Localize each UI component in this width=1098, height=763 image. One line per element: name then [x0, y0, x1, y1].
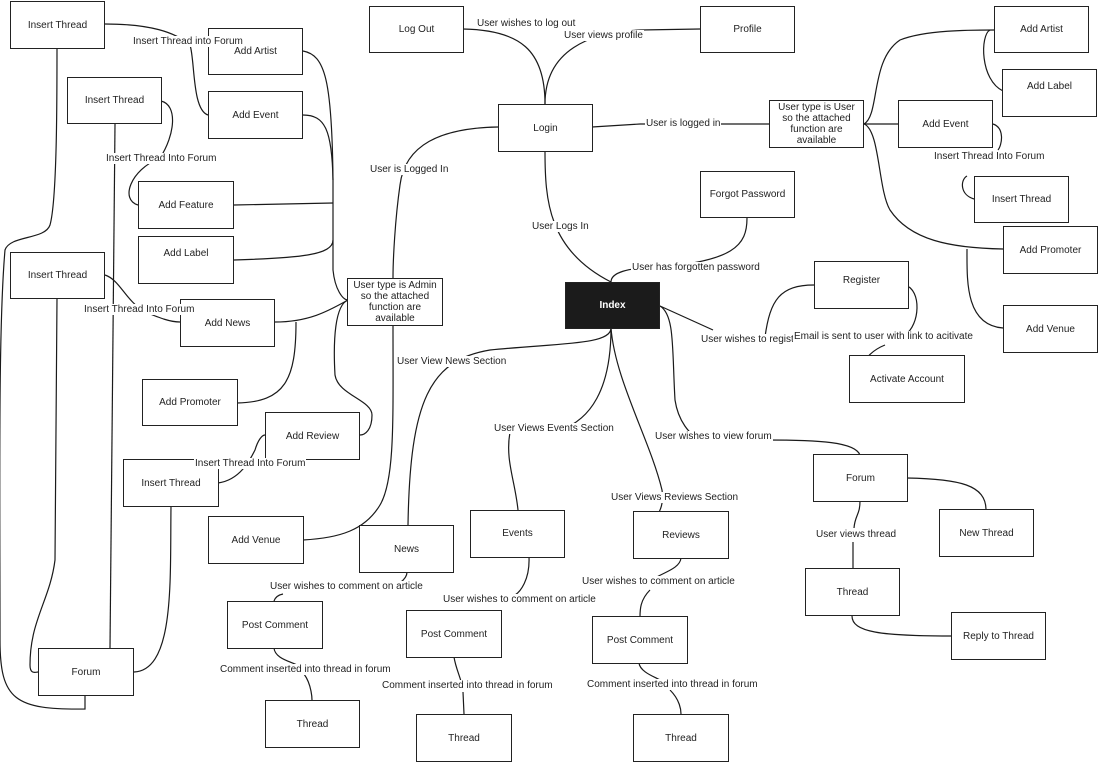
edge-thread2-forum — [109, 123, 116, 649]
edge-admin-event — [302, 114, 334, 181]
node-log-out: Log Out — [369, 6, 464, 53]
edge-admin-news — [274, 299, 349, 323]
edge-promoter-venue — [966, 248, 1004, 329]
node-admin-add-venue: Add Venue — [208, 516, 304, 564]
edge-forum-newthread — [906, 477, 987, 511]
node-news-thread: Thread — [265, 700, 360, 748]
node-index: Index — [565, 282, 660, 329]
node-admin-add-event: Add Event — [208, 91, 303, 139]
node-login: Login — [498, 104, 593, 152]
node-user-add-label: Add Label — [1002, 69, 1097, 117]
node-news-post-comment: Post Comment — [227, 601, 323, 649]
edge-admin-review — [333, 299, 373, 436]
edge-user-promoter — [863, 123, 1004, 250]
edge-artist-label — [983, 29, 1004, 92]
edge-label-forgot: User has forgotten password — [631, 262, 761, 273]
edge-index-login — [544, 150, 612, 283]
node-user-add-artist: Add Artist — [994, 6, 1089, 53]
edge-label-news-comment: User wishes to comment on article — [269, 581, 424, 592]
node-admin-add-news: Add News — [180, 299, 275, 347]
edge-label-admin-feature-thread: Insert Thread Into Forum — [105, 153, 218, 164]
edge-thread-reply — [851, 615, 952, 637]
edge-label-reviews-section: User Views Reviews Section — [610, 492, 740, 503]
node-user-add-venue: Add Venue — [1003, 305, 1098, 353]
edge-news-promoter — [236, 321, 297, 404]
node-admin-insert-thread-2: Insert Thread — [67, 77, 162, 124]
edge-label-view-thread: User views thread — [815, 529, 898, 540]
edge-label-logs-in: User Logs In — [531, 221, 590, 232]
edge-label-logged-in-user: User is logged in — [645, 118, 722, 129]
edge-label-register: User wishes to register — [700, 334, 804, 345]
edge-label-reviews-insert: Comment inserted into thread in forum — [586, 679, 759, 690]
node-user-add-event: Add Event — [898, 100, 993, 148]
edge-thread4-forum — [133, 505, 172, 673]
edge-login-logout — [462, 28, 546, 105]
edge-label-news-section: User View News Section — [396, 356, 508, 367]
edge-event-thread — [992, 123, 1003, 151]
edge-label-user-event-thread: Insert Thread Into Forum — [933, 151, 1046, 162]
node-reviews-post-comment: Post Comment — [592, 616, 688, 664]
edge-label-news-insert: Comment inserted into thread in forum — [219, 664, 392, 675]
node-forum-thread: Thread — [805, 568, 900, 616]
edge-label-logged-in-admin: User is Logged In — [369, 164, 450, 175]
edge-label-events-insert: Comment inserted into thread in forum — [381, 680, 554, 691]
edge-label-view-forum: User wishes to view forum — [654, 431, 773, 442]
node-register: Register — [814, 261, 909, 309]
node-reviews-thread: Thread — [633, 714, 729, 762]
edge-label-events-section: User Views Events Section — [493, 423, 615, 434]
node-events: Events — [470, 510, 565, 558]
edge-thread-label — [961, 175, 975, 200]
node-news: News — [359, 525, 454, 573]
edge-login-user-type — [591, 123, 769, 128]
edge-admin-feature — [233, 202, 334, 206]
node-admin-add-artist: Add Artist — [208, 28, 303, 75]
edge-login-admin-type — [392, 126, 499, 279]
edge-label-reviews-comment: User wishes to comment on article — [581, 576, 736, 587]
node-admin-add-promoter: Add Promoter — [142, 379, 238, 426]
edge-label-logout: User wishes to log out — [476, 18, 577, 29]
edge-thread1-forum — [0, 46, 86, 710]
node-events-post-comment: Post Comment — [406, 610, 502, 658]
edge-label-events-comment: User wishes to comment on article — [442, 594, 597, 605]
edge-index-register — [659, 305, 714, 331]
edge-register-label — [764, 284, 815, 338]
node-admin-add-feature: Add Feature — [138, 181, 234, 229]
node-forgot-password: Forgot Password — [700, 171, 795, 218]
node-user-insert-thread: Insert Thread — [974, 176, 1069, 223]
edge-label-admin-artist-thread: Insert Thread into Forum — [132, 36, 244, 47]
node-admin-add-label: Add Label — [138, 236, 234, 284]
edge-user-artist — [863, 29, 995, 125]
edge-thread3-forum — [29, 297, 58, 674]
edge-label-activate: Email is sent to user with link to aciti… — [793, 331, 974, 342]
edge-admin-venue — [302, 324, 394, 541]
node-admin-insert-thread-3: Insert Thread — [10, 252, 105, 299]
node-activate-account: Activate Account — [849, 355, 965, 403]
edge-index-events — [508, 327, 612, 511]
node-user-type-admin: User type is Admin so the attached funct… — [347, 278, 443, 326]
node-admin-forum: Forum — [38, 648, 134, 696]
node-reviews: Reviews — [633, 511, 729, 559]
edge-label-admin-review-thread: Insert Thread Into Forum — [194, 458, 307, 469]
node-user-add-promoter: Add Promoter — [1003, 226, 1098, 274]
node-admin-insert-thread-1: Insert Thread — [10, 1, 105, 49]
edge-forum-thread — [852, 500, 861, 569]
node-forum: Forum — [813, 454, 908, 502]
node-user-type-user: User type is User so the attached functi… — [769, 100, 864, 148]
edge-admin-label — [233, 239, 334, 261]
edge-admin-artist — [302, 50, 349, 301]
edge-thread4-review — [217, 434, 266, 484]
node-admin-add-review: Add Review — [265, 412, 360, 460]
edge-reviews-comment — [639, 557, 682, 618]
edge-label-admin-news-thread: Insert Thread Into Forum — [83, 304, 196, 315]
node-profile: Profile — [700, 6, 795, 53]
node-new-thread: New Thread — [939, 509, 1034, 557]
edge-label-profile: User views profile — [563, 30, 644, 41]
node-events-thread: Thread — [416, 714, 512, 762]
edge-index-news — [407, 327, 612, 526]
node-reply-thread: Reply to Thread — [951, 612, 1046, 660]
